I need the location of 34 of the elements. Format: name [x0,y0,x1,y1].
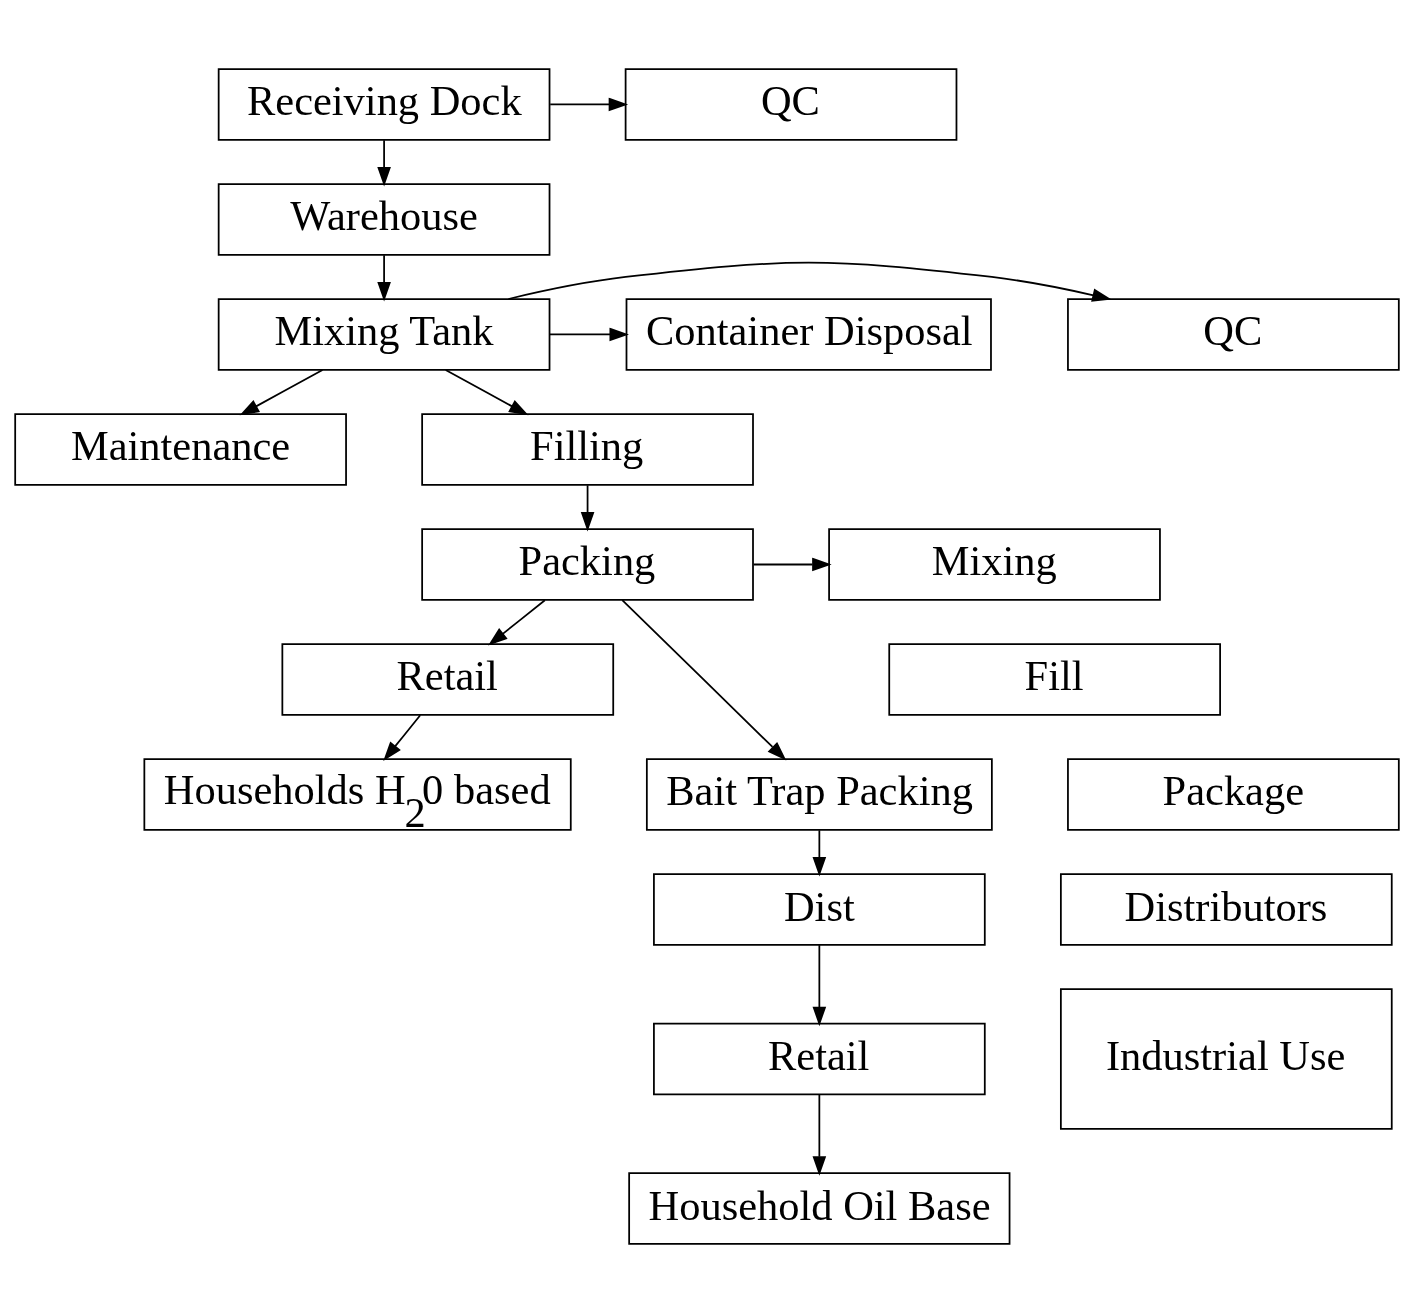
node-box: Bait Trap Packing [645,758,993,831]
node-box: Mixing [828,528,1161,601]
arrow [377,139,391,187]
node-box: Receiving Dock [217,68,551,141]
node-box: Distributors [1060,873,1393,946]
node-box: Fill [888,643,1221,716]
arrow [812,1093,827,1176]
node-box: Package [1067,758,1400,831]
arrow [507,261,1112,302]
node-box: Mixing Tank [217,298,551,371]
arrow [549,327,629,342]
arrow [621,599,787,761]
node-box: Packing [421,528,754,601]
arrow [377,254,391,302]
node-box: Warehouse [217,183,551,256]
node-box: Container Disposal [625,298,992,371]
arrow [752,557,832,572]
node-box: Retail [653,1022,986,1096]
arrow [812,944,827,1027]
node-box: QC [624,68,958,141]
arrow [580,484,595,532]
node-box: Maintenance [14,413,347,486]
arrow [444,369,529,416]
node-box: Retail [281,643,615,716]
node-box: Filling [421,413,754,486]
arrow [383,714,422,761]
node-box: Industrial Use [1060,988,1393,1130]
arrow [239,369,324,416]
node-box: QC [1067,298,1400,371]
node-box: Dist [653,873,986,946]
arrow [812,829,827,877]
arrow [549,97,629,112]
arrow [488,599,546,646]
node-box: Household Oil Base [628,1172,1011,1245]
